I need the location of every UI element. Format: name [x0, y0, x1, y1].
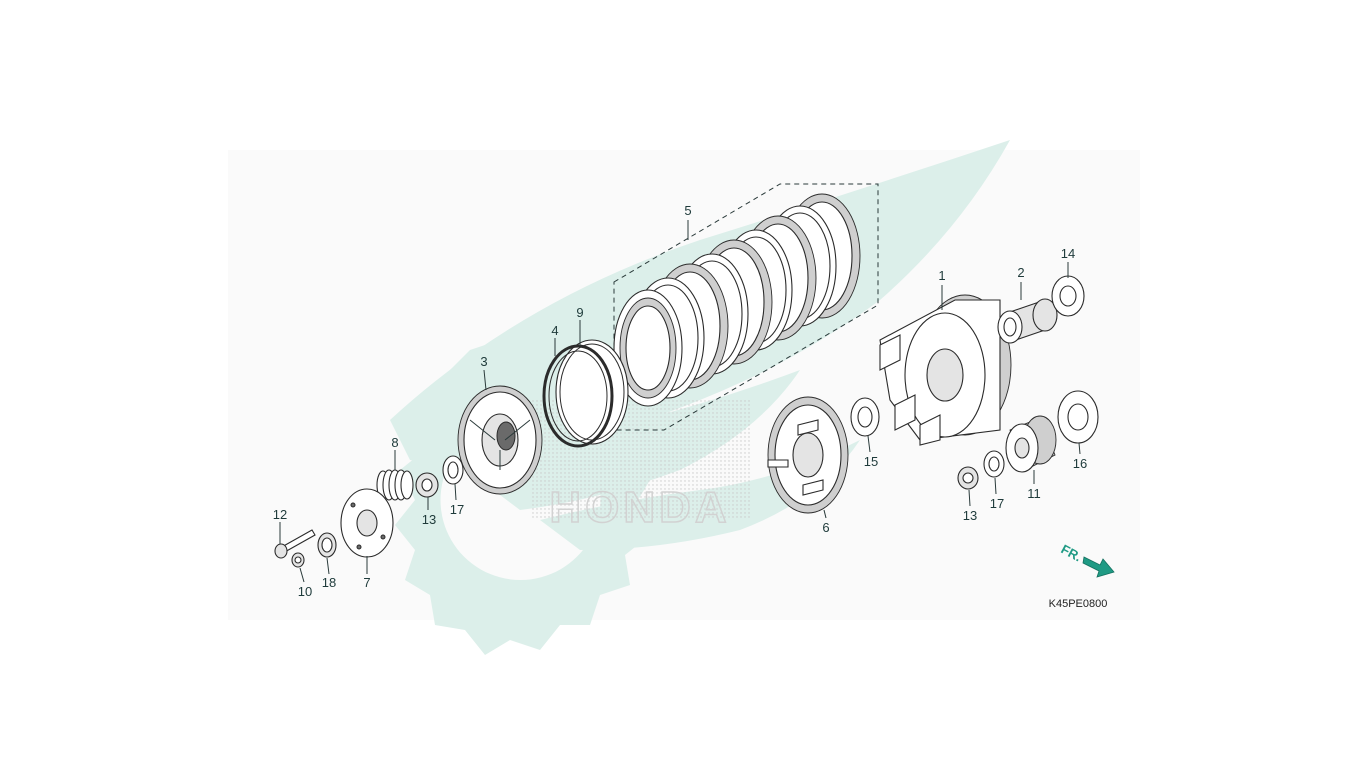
part-4-judder-spring[interactable]: [542, 344, 614, 448]
part-1-clutch-outer[interactable]: [879, 294, 1012, 446]
callout-11: 11: [1027, 486, 1041, 501]
callout-13-right: 13: [963, 508, 977, 523]
part-2-bushing[interactable]: [997, 298, 1058, 344]
watermark-text: HONDA: [549, 483, 730, 532]
part-3-pressure-plate[interactable]: [457, 385, 543, 495]
callout-1: 1: [938, 268, 945, 283]
callout-3: 3: [480, 354, 487, 369]
part-11-primary-gear[interactable]: [1005, 415, 1057, 473]
part-16-washer[interactable]: [1057, 390, 1099, 444]
part-7-lifter-plate[interactable]: [340, 488, 394, 558]
callout-10: 10: [298, 584, 312, 599]
part-13-nut-right[interactable]: [957, 466, 979, 490]
leader-lines: [279, 220, 1081, 583]
part-9-ring[interactable]: [555, 339, 629, 445]
kit-5-bracket: [613, 183, 879, 431]
part-15-washer[interactable]: [850, 397, 880, 437]
callout-18: 18: [322, 575, 336, 590]
callouts: 5 1 2 14 9 4 3 8 12 10 18 7 13 17 6 15 1…: [273, 203, 1087, 599]
callout-2: 2: [1017, 265, 1024, 280]
part-5-clutch-plates[interactable]: [613, 193, 861, 407]
part-17-washer-right[interactable]: [983, 450, 1005, 478]
callout-6: 6: [822, 520, 829, 535]
part-8-spring[interactable]: [376, 469, 414, 501]
part-14-washer[interactable]: [1051, 275, 1085, 317]
part-17-washer-left[interactable]: [442, 455, 464, 485]
callout-16: 16: [1073, 456, 1087, 471]
part-10-collar[interactable]: [291, 552, 305, 568]
part-13-nut-left[interactable]: [415, 472, 439, 498]
callout-8: 8: [391, 435, 398, 450]
callout-15: 15: [864, 454, 878, 469]
callout-4: 4: [551, 323, 558, 338]
callout-7: 7: [363, 575, 370, 590]
callout-14: 14: [1061, 246, 1075, 261]
part-6-clutch-center[interactable]: [767, 396, 849, 514]
diagram-code: K45PE0800: [1049, 598, 1108, 610]
callout-9: 9: [576, 305, 583, 320]
callout-17-left: 17: [450, 502, 464, 517]
part-18-bearing[interactable]: [317, 532, 337, 558]
callout-13-left: 13: [422, 512, 436, 527]
front-arrow-icon: [1082, 556, 1115, 578]
callout-17-right: 17: [990, 496, 1004, 511]
callout-5: 5: [684, 203, 691, 218]
part-12-bolt[interactable]: [274, 529, 316, 559]
callout-12: 12: [273, 507, 287, 522]
